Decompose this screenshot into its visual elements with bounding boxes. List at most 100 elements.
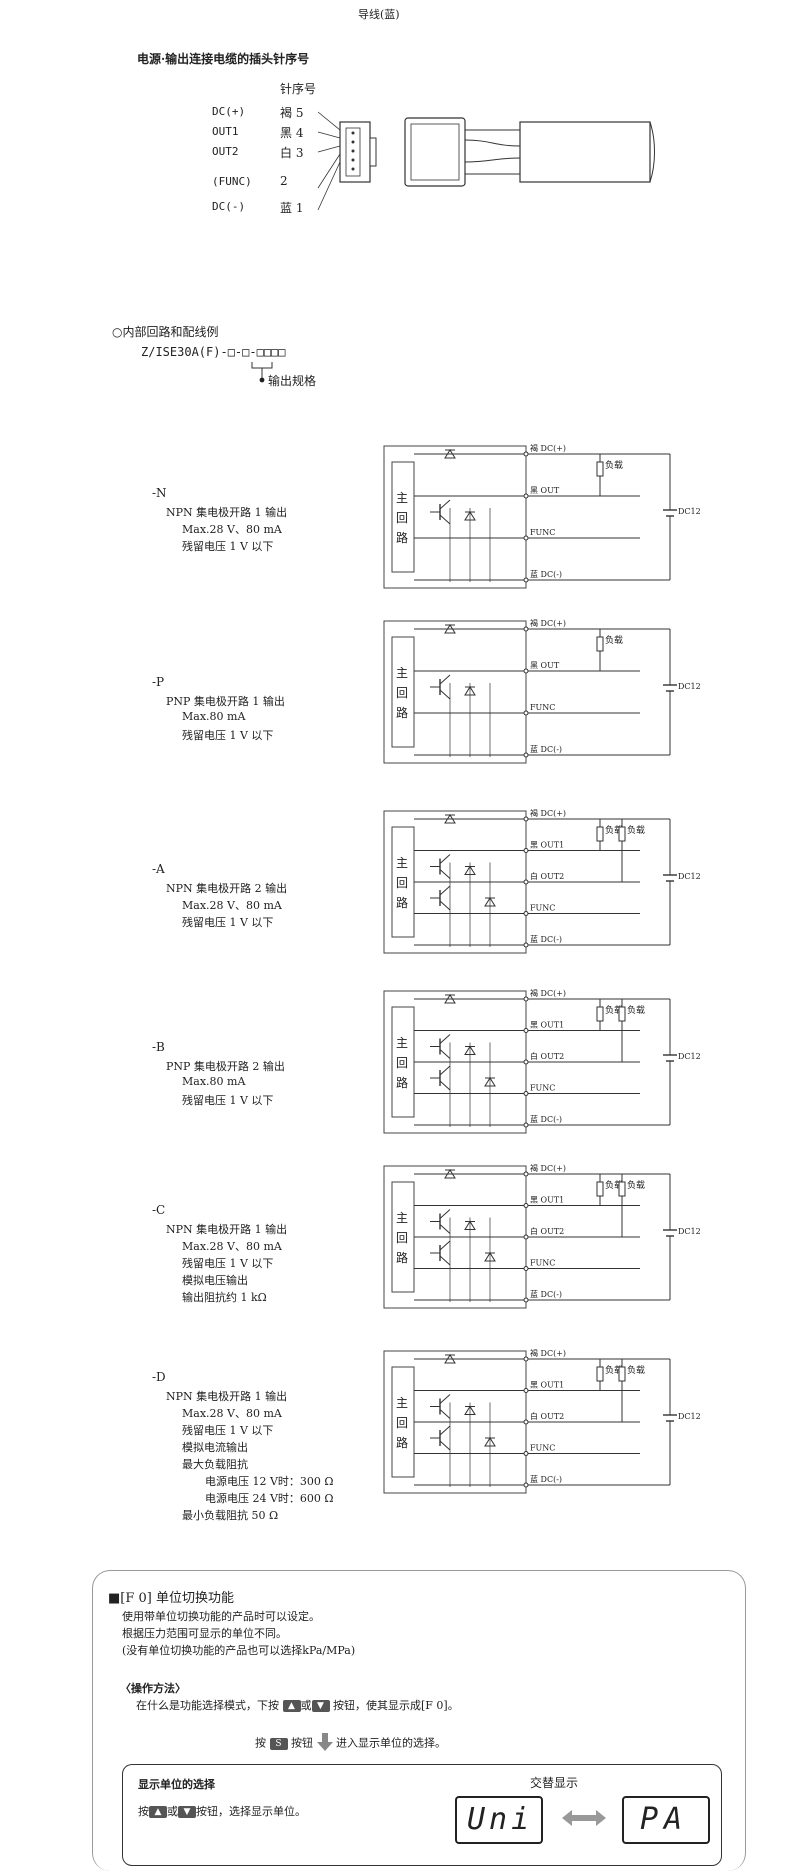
- f0-panel: [92, 1570, 746, 1871]
- pin-signal: (FUNC): [212, 175, 252, 188]
- main-circuit-label: 路: [396, 1250, 408, 1265]
- terminal-label: 白 OUT2: [530, 1226, 564, 1236]
- spec-line: 最小负载阻抗 50 Ω: [182, 1509, 279, 1522]
- terminal-label: 白 OUT2: [530, 1051, 564, 1061]
- main-circuit-label: 主: [396, 666, 408, 680]
- terminal-label: FUNC: [530, 1084, 555, 1093]
- terminal-label: 蓝 DC(-): [530, 744, 562, 754]
- main-circuit-label: 回: [396, 511, 408, 525]
- supply-label: DC12 ～24 V: [678, 1052, 700, 1061]
- press-instruction: 按 S 按钮 进入显示单位的选择。: [255, 1733, 446, 1754]
- model-code: Z/ISE30A(F)-□-□-□□□□: [141, 345, 286, 359]
- spec-line: 模拟电压输出: [182, 1274, 248, 1287]
- main-circuit-label: 回: [396, 1056, 408, 1070]
- output-code: -B: [152, 1040, 165, 1054]
- spec-line: Max.80 mA: [182, 710, 246, 723]
- op-or: 或: [300, 1699, 312, 1712]
- main-circuit-label: 主: [396, 1211, 408, 1225]
- supply-label: DC12 ～24 V: [678, 507, 700, 516]
- spec-line: 残留电压 1 V 以下: [182, 1094, 274, 1107]
- down-arrow-icon: [316, 1733, 333, 1754]
- main-circuit-label: 回: [396, 1416, 408, 1430]
- terminal-label: 黑 OUT1: [530, 841, 564, 850]
- pin-number: 蓝 1: [280, 201, 304, 215]
- diode-icon: [444, 1354, 456, 1364]
- pin-number: 黑 4: [280, 126, 304, 140]
- load-label: 负载: [605, 634, 623, 646]
- select-or: 或: [167, 1805, 178, 1818]
- load-resistor: [596, 1366, 604, 1382]
- diode-icon: [444, 449, 456, 459]
- terminal-label: 蓝 DC(-): [530, 934, 562, 944]
- spec-line: 输出阻抗约 1 kΩ: [182, 1291, 267, 1304]
- connector-drawing: [317, 111, 655, 211]
- load-resistor: [618, 1366, 626, 1382]
- load-label: 负载: [627, 1179, 645, 1191]
- op-text-a: 在什么是功能选择模式，下按: [136, 1699, 279, 1712]
- spec-line: 电源电压 24 V时：600 Ω: [205, 1492, 334, 1505]
- up-key-icon: ▲: [149, 1806, 167, 1818]
- main-circuit-label: 路: [396, 1075, 408, 1090]
- load-label: 负载: [627, 1004, 645, 1016]
- wire-label: 导线(蓝): [358, 8, 400, 21]
- spec-line: NPN 集电极开路 1 输出: [166, 1390, 288, 1403]
- main-circuit-label: 路: [396, 530, 408, 545]
- spec-line: Max.28 V、80 mA: [182, 899, 282, 912]
- set-key-icon: S: [269, 1737, 288, 1750]
- terminal-label: 褐 DC(+): [530, 443, 566, 453]
- press-a: 按: [255, 1736, 266, 1750]
- schematic-a: 主回路褐 DC(+)黑 OUT1白 OUT2FUNC蓝 DC(-)负载负载DC1…: [383, 808, 700, 954]
- spec-line: 残留电压 1 V 以下: [182, 540, 274, 553]
- load-resistor: [596, 1006, 604, 1022]
- model-bracket: [251, 362, 273, 383]
- load-resistor: [618, 826, 626, 842]
- terminal-label: 褐 DC(+): [530, 1163, 566, 1173]
- f0-description: 使用带单位切换功能的产品时可以设定。 根据压力范围可显示的单位不同。 (没有单位…: [122, 1608, 355, 1659]
- terminal-label: FUNC: [530, 1444, 555, 1453]
- supply-label: DC12 ～24 V: [678, 1227, 700, 1236]
- terminal-label: 褐 DC(+): [530, 618, 566, 628]
- spec-line: 电源电压 12 V时：300 Ω: [205, 1475, 334, 1488]
- op-text-b: 按钮，使其显示成[F 0]。: [333, 1699, 459, 1712]
- select-instruction: 按▲或▼按钮，选择显示单位。: [138, 1803, 306, 1819]
- terminal-label: 蓝 DC(-): [530, 1474, 562, 1484]
- main-circuit-label: 路: [396, 1435, 408, 1450]
- main-circuit-block: [391, 636, 415, 748]
- pin-signal: OUT1: [212, 125, 239, 138]
- diode-icon: [444, 994, 456, 1004]
- down-key-icon: ▼: [311, 1700, 330, 1712]
- main-circuit-label: 路: [396, 895, 408, 910]
- press-b: 按钮: [291, 1736, 313, 1750]
- terminal-label: 褐 DC(+): [530, 988, 566, 998]
- terminal-label: 黑 OUT1: [530, 1381, 564, 1390]
- schematic-c: 主回路褐 DC(+)黑 OUT1白 OUT2FUNC蓝 DC(-)负载负载DC1…: [383, 1163, 700, 1309]
- select-title: 显示单位的选择: [138, 1778, 215, 1791]
- load-label: 负载: [605, 459, 623, 471]
- terminal-label: 白 OUT2: [530, 871, 564, 881]
- terminal-label: 黑 OUT1: [530, 1196, 564, 1205]
- main-circuit-block: [391, 461, 415, 573]
- spec-line: PNP 集电极开路 2 输出: [166, 1060, 285, 1073]
- terminal-label: 黑 OUT1: [530, 1021, 564, 1030]
- terminal-label: FUNC: [530, 528, 555, 537]
- desc-line: 根据压力范围可显示的单位不同。: [122, 1627, 287, 1640]
- pin-signal: DC(-): [212, 200, 246, 213]
- output-code: -D: [152, 1370, 166, 1384]
- spec-line: NPN 集电极开路 2 输出: [166, 882, 288, 895]
- load-resistor: [618, 1006, 626, 1022]
- pinout-title: 电源·输出连接电缆的插头针序号: [137, 52, 310, 66]
- spec-line: 模拟电流输出: [182, 1441, 248, 1454]
- schematic-b: 主回路褐 DC(+)黑 OUT1白 OUT2FUNC蓝 DC(-)负载负载DC1…: [383, 988, 700, 1134]
- load-label: 负载: [627, 824, 645, 836]
- lcd-right-text: PA: [640, 1802, 689, 1837]
- load-resistor: [596, 826, 604, 842]
- main-circuit-label: 主: [396, 856, 408, 870]
- pin-number: 白 3: [280, 146, 304, 160]
- load-resistor: [596, 636, 604, 652]
- spec-line: 残留电压 1 V 以下: [182, 916, 274, 929]
- load-resistor: [596, 1181, 604, 1197]
- main-circuit-label: 回: [396, 686, 408, 700]
- supply-label: DC12 ～24 V: [678, 1412, 700, 1421]
